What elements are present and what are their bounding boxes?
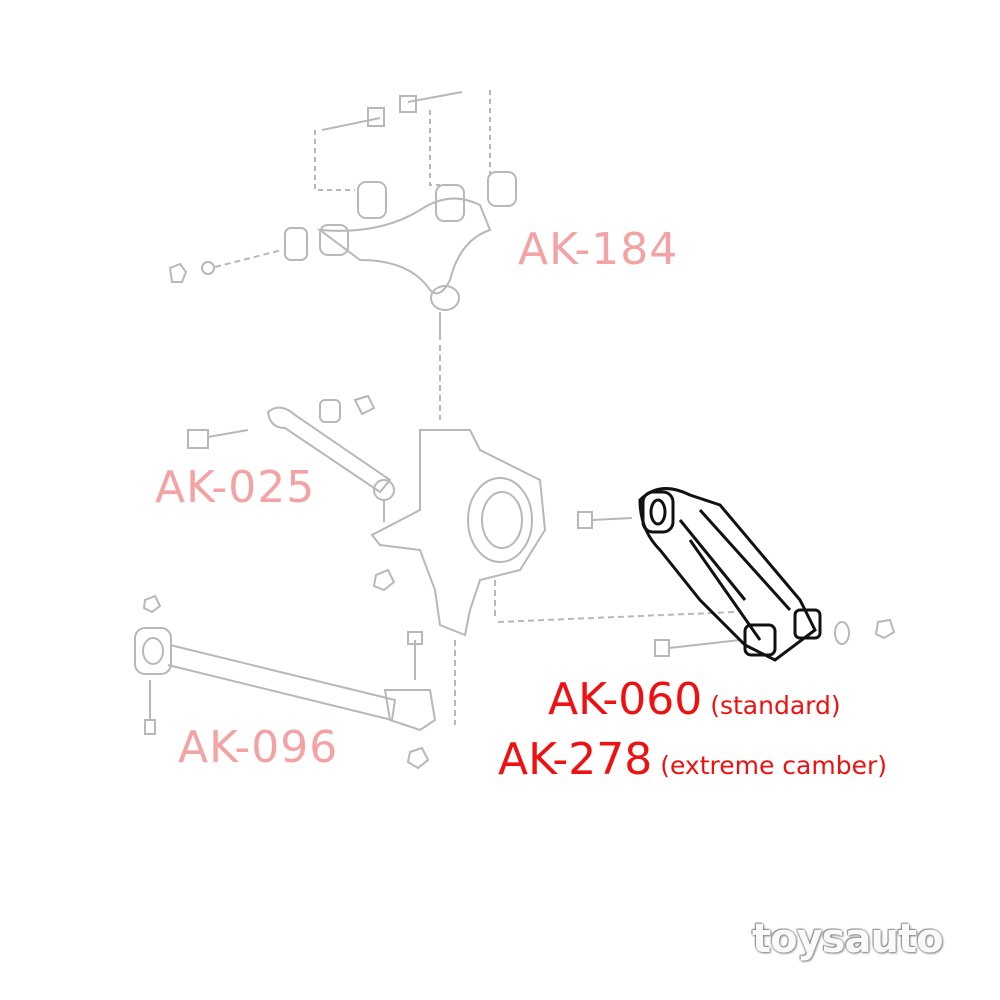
trailing-arm xyxy=(134,594,437,770)
upper-control-arm xyxy=(168,90,517,420)
steering-knuckle xyxy=(370,429,736,725)
lower-control-arm-highlighted xyxy=(638,487,822,662)
part-note: (extreme camber) xyxy=(660,751,887,780)
faded-parts xyxy=(134,90,896,770)
toysauto-logo: toysauto xyxy=(752,916,944,962)
toe-arm xyxy=(187,394,395,522)
label-ak-096: AK-096 xyxy=(178,722,339,773)
label-ak-278: AK-278(extreme camber) xyxy=(498,738,887,782)
part-number: AK-278 xyxy=(498,734,653,785)
label-ak-060: AK-060(standard) xyxy=(548,678,841,722)
lower-arm-hardware xyxy=(577,511,896,657)
label-ak-184: AK-184 xyxy=(518,224,679,275)
label-ak-025: AK-025 xyxy=(155,462,316,513)
part-number: AK-060 xyxy=(548,674,703,725)
part-note: (standard) xyxy=(710,691,841,720)
